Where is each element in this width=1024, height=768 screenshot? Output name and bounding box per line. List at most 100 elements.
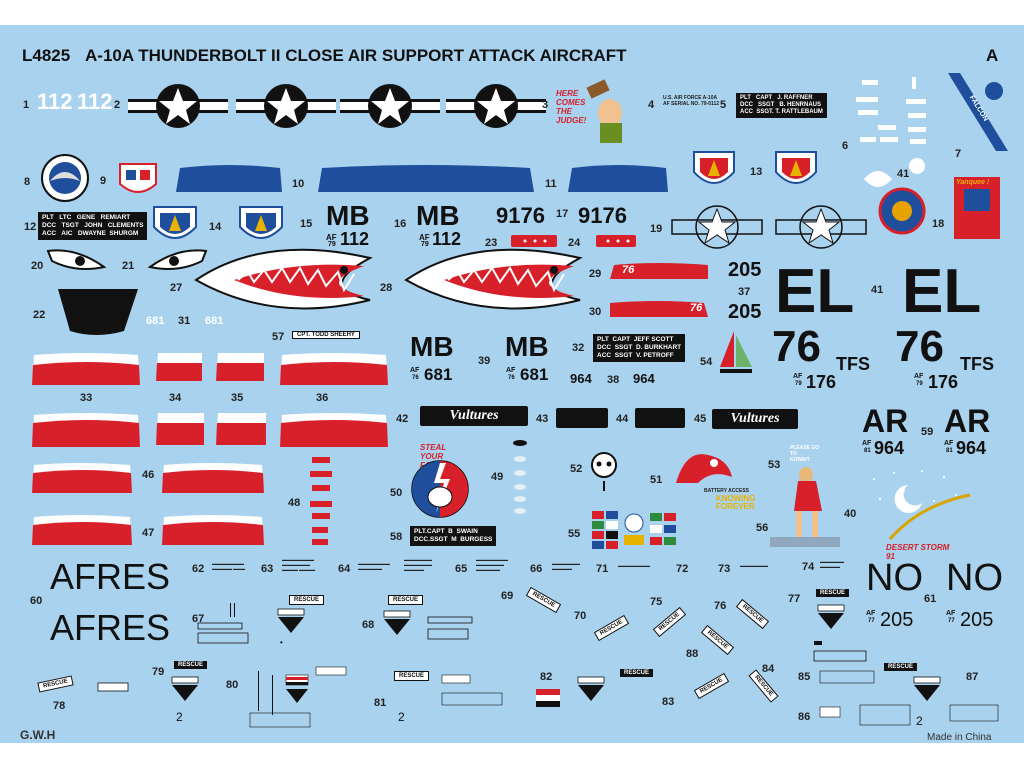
black-plate (635, 408, 685, 428)
iraq-flag (536, 689, 560, 707)
battery-access-text: BATTERY ACCESS (704, 488, 750, 494)
decal-label: 62 (192, 563, 205, 575)
rescue-arrow-marking: RESCUE (593, 614, 630, 642)
crew-names-plate: PLT LTC GENE REMIART DCC TSGT JOHN CLEME… (38, 212, 148, 240)
decal-af: AF (506, 367, 516, 374)
decal-label: 23 (485, 237, 498, 249)
stencil-block (97, 682, 129, 692)
decal-af: AF (944, 440, 954, 447)
decal-label: 20 (31, 260, 44, 272)
yanquee-tail-art (954, 177, 1000, 239)
black-panel (58, 289, 138, 335)
decal-681-white: 681 (146, 315, 165, 327)
stencil-text: ▬▬▬▬▬▬▬▬ (618, 563, 650, 568)
decal-label: 29 (589, 268, 602, 280)
crew-names-plate: PLT CAPT JEFF SCOTT DCC SSGT D. BURKHART… (593, 334, 686, 362)
national-insignia-outline (671, 205, 763, 249)
yanquee-text: Yanquee ! (956, 179, 990, 186)
decal-label: 83 (662, 696, 675, 708)
decal-serial-964: 964 (956, 438, 987, 458)
decal-112-white: 112 (77, 89, 113, 114)
decal-label: 2 (114, 99, 121, 111)
sheet-title: A-10A THUNDERBOLT II CLOSE AIR SUPPORT A… (85, 46, 627, 65)
decal-serial-964: 964 (874, 438, 905, 458)
tac-shield-badge (693, 151, 735, 184)
decal-year: 79 (795, 381, 802, 387)
decal-mb-code: MB (410, 331, 454, 362)
decal-serial-9176: 9176 (578, 203, 627, 228)
stencil-text: ▬▬▬▬▬▬▬▬ ▬▬▬▬▬ ▬▬▬ (212, 561, 246, 571)
decal-serial-176: 176 (806, 372, 837, 392)
stripe-76: 76 (690, 302, 703, 314)
danger-caution-triangle: 2 (171, 676, 199, 724)
decal-year: 79 (421, 241, 429, 248)
danger-caution-triangle: • (277, 608, 305, 647)
danger-caution-triangle (913, 676, 941, 701)
eye-decal-right (147, 249, 208, 270)
decal-label: 49 (491, 471, 504, 483)
decal-serial: 112 (432, 229, 462, 249)
crew-names-plate: PLT CAPT J. RAFFNER DCC SSGT B. HENRNAUS… (736, 93, 827, 118)
stencil-text: ▬▬▬▬▬▬▬▬ ▬▬▬▬▬▬ (358, 561, 390, 571)
decal-af: AF (914, 373, 924, 380)
decal-sheet: L4825 A-10A THUNDERBOLT II CLOSE AIR SUP… (0, 25, 1024, 743)
pinup-art (794, 467, 822, 537)
svg-text:2: 2 (916, 714, 923, 728)
decal-label: 41 (871, 284, 884, 296)
decal-681-white: 681 (205, 315, 224, 327)
blue-panel (568, 165, 668, 192)
national-insignia (340, 84, 440, 128)
decal-76-large: 76 (772, 322, 821, 371)
desert-storm-text: DESERT STORM 91 (886, 543, 950, 561)
afres-lettering: AFRES (50, 607, 171, 648)
unit-shield-badge (119, 163, 157, 193)
stencil-text: ▬▬▬▬▬▬ ▬▬▬▬▬ (820, 559, 844, 569)
mission-silhouettes (906, 77, 926, 144)
decal-year: 79 (916, 381, 923, 387)
decal-year: 77 (868, 618, 875, 624)
decal-label: 10 (292, 178, 305, 190)
decal-no: NO (946, 557, 1003, 599)
decal-964: 964 (633, 371, 655, 386)
decal-el-code: EL (902, 257, 982, 326)
decal-label: 3 (542, 99, 549, 111)
decal-label: 15 (300, 218, 313, 230)
decal-label: 21 (122, 260, 135, 272)
tac-shield-badge (239, 206, 283, 239)
red-white-panel (32, 353, 140, 385)
desert-storm-art (873, 470, 971, 540)
decal-label: 88 (686, 648, 699, 660)
rescue-arrow-marking: RESCUE (174, 661, 208, 669)
rescue-arrow-marking: RESCUE (693, 672, 730, 700)
coalition-flags (592, 511, 676, 549)
decal-label: 5 (720, 99, 727, 111)
squadron-patch-round (41, 154, 89, 202)
decal-label: 41 (897, 168, 910, 180)
decal-label: 24 (568, 237, 581, 249)
decal-label: 12 (24, 221, 37, 233)
decal-label: 72 (676, 563, 689, 575)
decal-label: 45 (694, 413, 707, 425)
decal-label: 67 (192, 613, 205, 625)
decal-serial: 112 (340, 229, 370, 249)
red-white-panel (156, 413, 204, 445)
squadron-patch-round (878, 187, 926, 235)
decal-label: 52 (570, 463, 583, 475)
decal-205: 205 (960, 609, 994, 631)
red-white-panel (280, 353, 388, 385)
decal-af: AF (410, 367, 420, 374)
decal-label: 59 (921, 426, 934, 438)
danger-caution-triangle (577, 676, 605, 701)
decal-label: 32 (572, 342, 585, 354)
stencil-block (813, 641, 867, 662)
rescue-arrow-marking: RESCUE (388, 595, 424, 605)
decal-label: 79 (152, 666, 165, 678)
national-insignia (236, 84, 336, 128)
decal-label: 76 (714, 600, 727, 612)
stripe-76: 76 (622, 264, 635, 276)
decal-label: 42 (396, 413, 409, 425)
mission-silhouettes (856, 80, 898, 142)
rescue-arrow-marking: RESCUE (652, 606, 687, 638)
rescue-arrow-marking: RESCUE (884, 663, 918, 671)
red-white-panel (32, 413, 140, 447)
